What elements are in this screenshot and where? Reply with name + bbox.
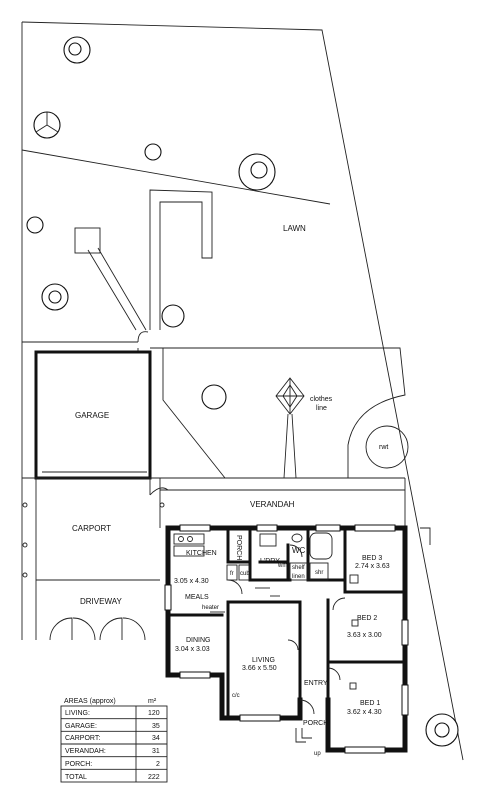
clothes-line-label-1: clothes bbox=[310, 396, 333, 403]
area-row-label: LIVING: bbox=[65, 710, 90, 717]
dining-size: 3.04 x 3.03 bbox=[175, 646, 210, 653]
garage-label: GARAGE bbox=[75, 411, 109, 420]
linen-label: linen bbox=[292, 574, 305, 580]
rear-porch-label: PORCH bbox=[235, 535, 242, 560]
tree bbox=[161, 304, 185, 328]
rainwater-tank: rwt bbox=[365, 425, 409, 469]
fixtures bbox=[173, 532, 359, 743]
area-total-value: 222 bbox=[148, 774, 160, 781]
windows bbox=[164, 524, 409, 754]
wc-label: WC bbox=[292, 546, 306, 555]
meals-label: MEALS bbox=[185, 594, 209, 601]
paved-area bbox=[137, 347, 406, 479]
carport-label: CARPORT bbox=[72, 524, 111, 533]
dining-label: DINING bbox=[186, 637, 211, 644]
area-row-label: CARPORT: bbox=[65, 735, 100, 742]
area-total-label: TOTAL bbox=[65, 774, 87, 781]
bed1-label: BED 1 bbox=[360, 700, 380, 707]
tree bbox=[33, 111, 61, 139]
area-row-value: 34 bbox=[152, 735, 160, 742]
heater-label: heater bbox=[202, 605, 219, 611]
shelf-label: shelf bbox=[292, 565, 305, 571]
clothes-line-label-2: line bbox=[316, 405, 327, 412]
interior-walls bbox=[166, 526, 407, 720]
living-label: LIVING bbox=[252, 657, 275, 664]
areas-table: AREAS (approx) m² LIVING: 120 GARAGE: 35… bbox=[60, 698, 168, 783]
area-row-label: VERANDAH: bbox=[65, 748, 106, 755]
garden-path bbox=[74, 189, 213, 331]
rwt-label: rwt bbox=[379, 444, 388, 451]
cc-label: c/c bbox=[232, 693, 240, 699]
carport: CARPORT DRIVEWAY bbox=[22, 477, 169, 641]
lawn-label: LAWN bbox=[283, 224, 306, 233]
bed3-size: 2.74 x 3.63 bbox=[355, 563, 390, 570]
area-row-value: 35 bbox=[152, 723, 160, 730]
tree bbox=[63, 36, 91, 64]
room-labels: KITCHEN PORCH L'DRY wm WC fr cub shelf l… bbox=[174, 535, 390, 757]
up-label: up bbox=[314, 751, 321, 757]
laundry-label: L'DRY bbox=[260, 558, 280, 565]
tree bbox=[425, 713, 459, 747]
kitchen-label: KITCHEN bbox=[186, 550, 217, 557]
area-row-value: 120 bbox=[148, 710, 160, 717]
bed2-size: 3.63 x 3.00 bbox=[347, 632, 382, 639]
shed bbox=[74, 227, 101, 254]
bed3-label: BED 3 bbox=[362, 555, 382, 562]
living-size: 3.66 x 5.50 bbox=[242, 665, 277, 672]
tree bbox=[201, 384, 227, 410]
driveway-label: DRIVEWAY bbox=[80, 597, 122, 606]
entry-label: ENTRY bbox=[304, 680, 328, 687]
area-row-label: PORCH: bbox=[65, 761, 92, 768]
garage: GARAGE bbox=[34, 350, 152, 480]
area-row-value: 31 bbox=[152, 748, 160, 755]
tree bbox=[238, 153, 276, 191]
fr-label: fr bbox=[230, 571, 234, 577]
verandah-label: VERANDAH bbox=[250, 500, 295, 509]
tree bbox=[41, 283, 69, 311]
bed2-label: BED 2 bbox=[357, 615, 377, 622]
cub-label: cub bbox=[240, 571, 250, 577]
verandah: VERANDAH bbox=[159, 477, 431, 545]
wm-label: wm bbox=[277, 563, 287, 569]
tree bbox=[144, 143, 162, 161]
trees bbox=[26, 36, 459, 747]
site-boundary bbox=[21, 21, 464, 761]
areas-title: AREAS (approx) bbox=[64, 698, 116, 705]
front-porch-label: PORCH bbox=[303, 720, 328, 727]
areas-unit: m² bbox=[148, 698, 157, 705]
area-row-label: GARAGE: bbox=[65, 723, 97, 730]
area-row-value: 2 bbox=[156, 761, 160, 768]
shr-label: shr bbox=[315, 570, 323, 576]
meals-size: 3.05 x 4.30 bbox=[174, 578, 209, 585]
tree bbox=[26, 216, 44, 234]
bed1-size: 3.62 x 4.30 bbox=[347, 709, 382, 716]
clothes-line: clothes line bbox=[275, 377, 333, 479]
